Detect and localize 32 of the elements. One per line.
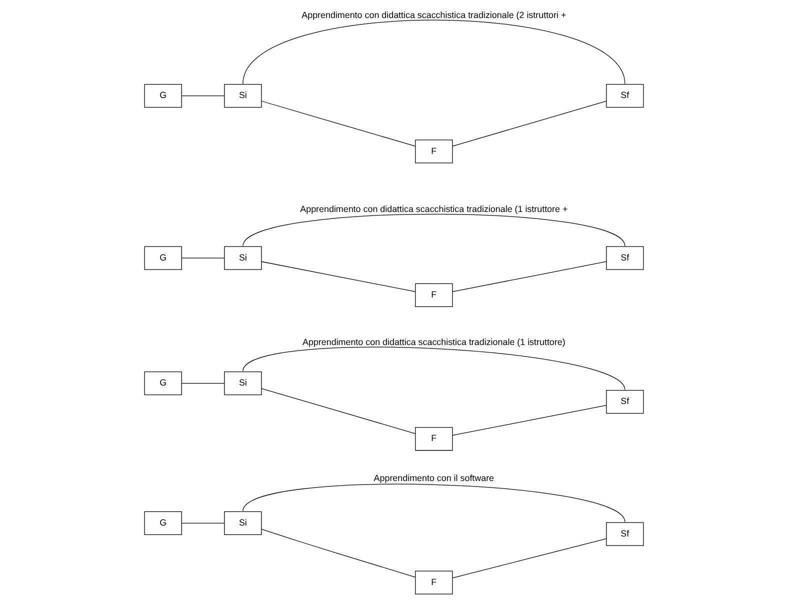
connector [261, 100, 416, 146]
edge-label: Apprendimento con didattica scacchistica tradizionale (2 istruttori + [302, 10, 566, 20]
connector [242, 20, 626, 84]
connector [242, 346, 626, 390]
node-box: Si [224, 84, 262, 108]
connector [261, 388, 416, 434]
edge-label: Apprendimento con didattica scacchistica tradizionale (1 istruttore + [300, 204, 568, 214]
node-box: Sf [606, 522, 644, 546]
node-box: F [415, 140, 453, 164]
node-box: G [144, 84, 182, 108]
connector [452, 405, 607, 436]
connector [261, 261, 416, 292]
node-box: Sf [606, 390, 644, 414]
connector [261, 528, 416, 578]
node-box: G [144, 372, 182, 396]
connector [452, 100, 607, 146]
node-box: G [144, 246, 182, 270]
node-box: Sf [606, 84, 644, 108]
node-box: Si [224, 511, 262, 536]
node-box: G [144, 511, 182, 536]
connector [181, 522, 225, 524]
node-box: Si [224, 246, 262, 270]
connector [452, 261, 607, 292]
edge-label: Apprendimento con didattica scacchistica tradizionale (1 istruttore) [302, 337, 566, 348]
node-box: Sf [606, 246, 644, 270]
node-box: Si [224, 372, 262, 396]
connector [452, 538, 607, 578]
connector [181, 382, 225, 384]
node-box: F [415, 570, 453, 594]
node-box: F [415, 427, 453, 451]
edge-label: Apprendimento con il software [374, 473, 494, 484]
node-box: F [415, 283, 453, 307]
